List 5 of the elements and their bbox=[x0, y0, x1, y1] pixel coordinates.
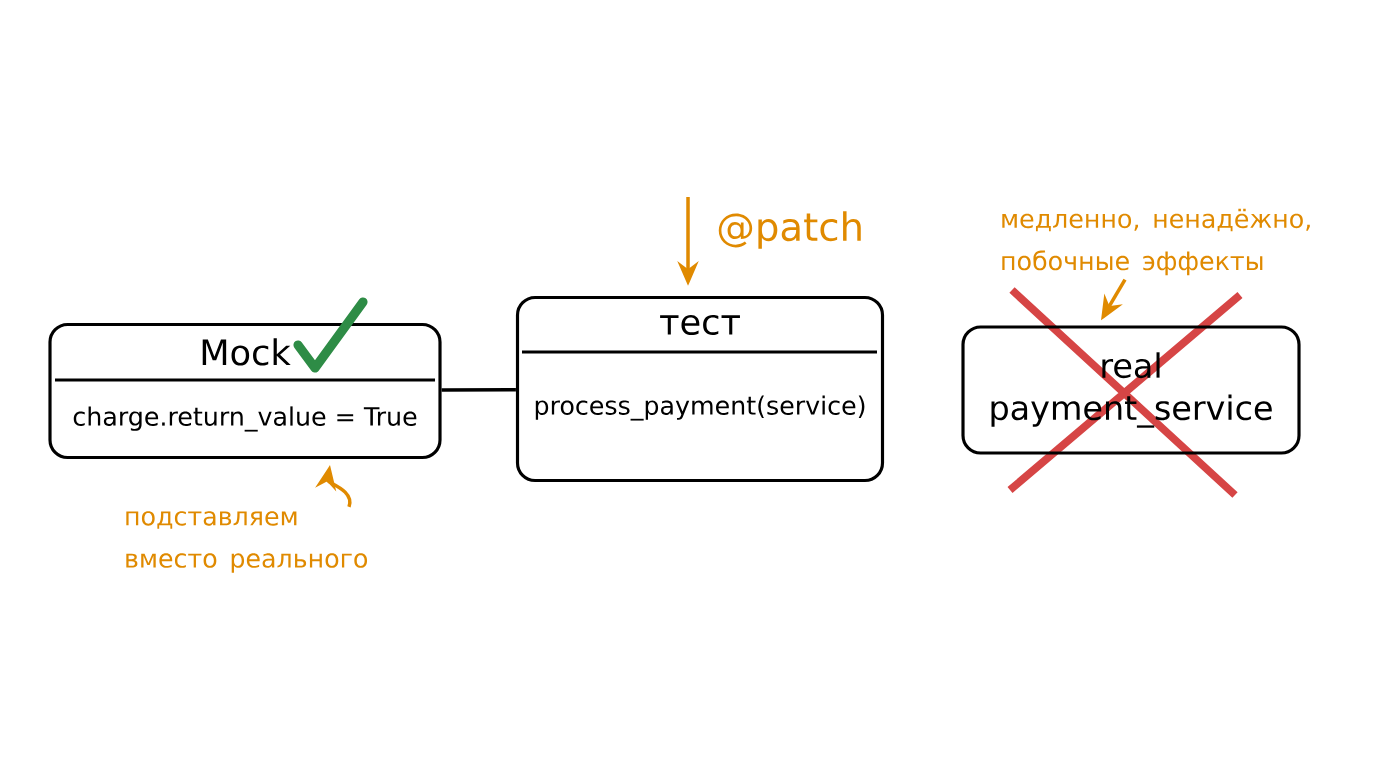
annotation-text: подставляем вместо реального bbox=[126, 511, 368, 573]
class-box: Mock charge.return_value = True bbox=[48, 322, 442, 460]
class-box: тест process_payment(service) bbox=[515, 295, 885, 483]
edge-label: @patch bbox=[718, 211, 861, 249]
annotation-text: медленно, ненадёжно, побочные эффекты bbox=[1002, 208, 1310, 276]
